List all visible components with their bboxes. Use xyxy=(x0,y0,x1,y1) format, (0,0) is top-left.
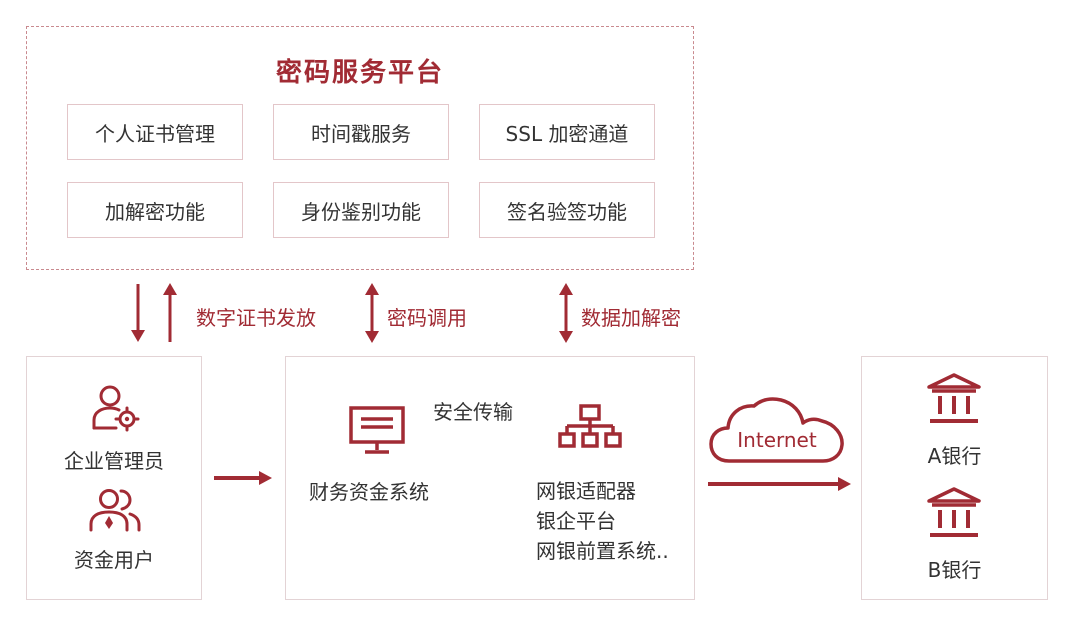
bank-adapter-line-3: 网银前置系统.. xyxy=(536,539,669,563)
cert-down-arrow xyxy=(131,284,145,342)
monitor-icon xyxy=(349,406,405,454)
bank-b-icon xyxy=(927,487,981,537)
feature-encrypt-decrypt: 加解密功能 xyxy=(67,182,243,238)
label-data-crypt: 数据加解密 xyxy=(581,306,681,330)
bank-a-label: A银行 xyxy=(927,444,982,468)
feature-personal-cert: 个人证书管理 xyxy=(67,104,243,160)
feature-identity-auth: 身份鉴别功能 xyxy=(273,182,449,238)
bank-adapter-line-1: 网银适配器 xyxy=(536,479,636,503)
cert-up-arrow xyxy=(163,283,177,342)
users-box xyxy=(26,356,202,600)
user-gear-icon xyxy=(92,385,140,432)
fund-user-label: 资金用户 xyxy=(74,548,154,572)
bank-a-icon xyxy=(927,373,981,423)
label-crypto-call: 密码调用 xyxy=(387,306,467,330)
bank-adapter-list: 网银适配器 银企平台 网银前置系统.. xyxy=(536,476,669,566)
bank-adapter-line-2: 银企平台 xyxy=(536,509,616,533)
left-to-middle-arrow xyxy=(214,471,272,485)
admin-label: 企业管理员 xyxy=(64,449,164,473)
data-crypt-double-arrow xyxy=(559,283,573,343)
feature-timestamp: 时间戳服务 xyxy=(273,104,449,160)
finance-system-label: 财务资金系统 xyxy=(309,480,429,504)
feature-ssl-channel: SSL 加密通道 xyxy=(479,104,655,160)
users-icon xyxy=(89,489,141,532)
cloud-icon xyxy=(709,397,844,463)
crypto-call-double-arrow xyxy=(365,283,379,343)
internet-label: Internet xyxy=(737,428,817,452)
platform-title: 密码服务平台 xyxy=(275,58,444,88)
label-cert-issue: 数字证书发放 xyxy=(196,306,316,330)
middle-to-banks-arrow xyxy=(708,477,851,491)
secure-transfer-label: 安全传输 xyxy=(433,400,513,424)
systems-box xyxy=(285,356,695,600)
crypto-service-platform xyxy=(26,26,694,270)
network-hierarchy-icon xyxy=(558,404,622,448)
feature-sign-verify: 签名验签功能 xyxy=(479,182,655,238)
bank-b-label: B银行 xyxy=(927,558,982,582)
